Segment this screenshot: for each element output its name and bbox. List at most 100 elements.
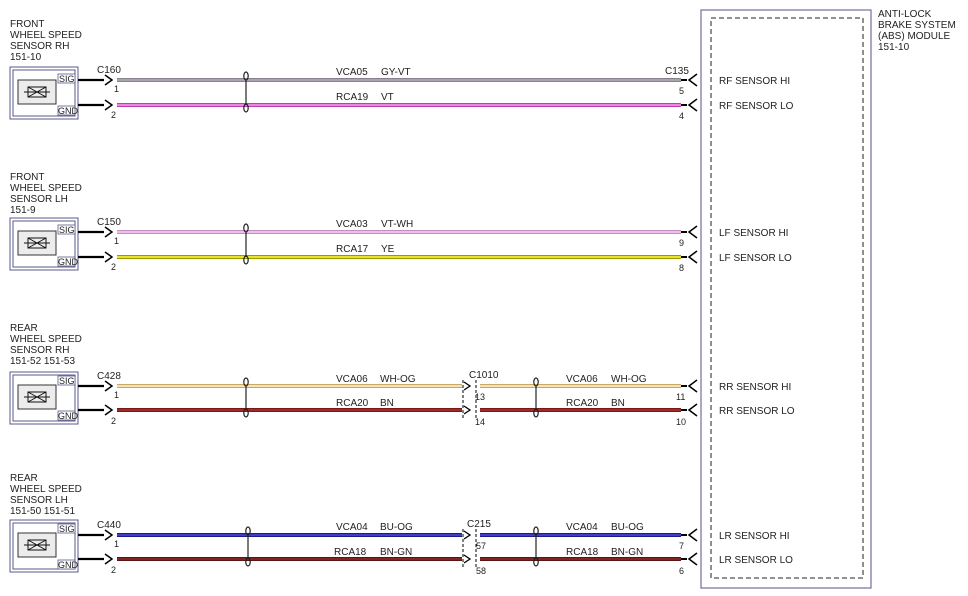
module-label-hi: LF SENSOR HI: [719, 228, 788, 239]
connector-arrow-icon: [104, 380, 114, 392]
sensor-title-line: SENSOR LH: [10, 194, 68, 205]
module-pin-hi: 7: [679, 541, 684, 551]
twisted-pair-marker: [243, 377, 249, 418]
sensor-connector-label: C150: [97, 217, 121, 228]
connector-arrow-icon: [104, 553, 114, 565]
wire-lo-circuit: RCA17: [336, 244, 369, 255]
wire-lo-color: VT: [381, 92, 394, 103]
module-title-line-3: (ABS) MODULE: [878, 31, 951, 42]
sensor-connector-label: C160: [97, 65, 121, 76]
twisted-pair-marker: [533, 377, 539, 418]
abs-module-inner-dashed: [710, 17, 864, 579]
sensor-connector-label: C440: [97, 520, 121, 531]
sensor-title-line: 151-9: [10, 205, 36, 216]
sensor-title-line: REAR: [10, 473, 38, 484]
module-arrow-icon: [687, 225, 698, 239]
sig-label: SIG: [59, 74, 75, 84]
inline-connector: [462, 380, 477, 418]
gnd-label: GND: [58, 257, 79, 267]
sensor-title-line: FRONT: [10, 172, 44, 183]
wire-lo-color-2: BN-GN: [611, 547, 643, 558]
module-pin-hi: 11: [676, 392, 685, 402]
sensor-title-line: 151-50 151-51: [10, 506, 75, 517]
sensor-title-line: SENSOR LH: [10, 495, 68, 506]
sensor-title-line: WHEEL SPEED: [10, 484, 82, 495]
inline-connector-label: C1010: [469, 370, 499, 381]
wire-hi-color: WH-OG: [380, 374, 416, 385]
wheel-speed-sensor-box: SIG GND: [9, 217, 79, 271]
sensor-symbol-icon: [24, 391, 50, 403]
wire-hi-color: VT-WH: [381, 219, 413, 230]
module-label-hi: LR SENSOR HI: [719, 531, 790, 542]
module-pin-lo: 10: [676, 417, 686, 427]
sensor-symbol-icon: [24, 86, 50, 98]
module-arrow-icon: [687, 552, 698, 566]
wire-lo-circuit-2: RCA18: [566, 547, 599, 558]
sig-label: SIG: [59, 524, 75, 534]
wire-lo-color: BN: [380, 398, 394, 409]
module-label-lo: RR SENSOR LO: [719, 406, 795, 417]
wire-hi-color: GY-VT: [381, 67, 411, 78]
module-arrow-icon: [687, 250, 698, 264]
sig-label: SIG: [59, 225, 75, 235]
connector-arrow-icon: [104, 251, 114, 263]
wheel-speed-sensor-box: SIG GND: [9, 519, 79, 573]
module-pin-hi: 9: [679, 238, 684, 248]
sensor-pin-hi: 1: [114, 539, 119, 549]
sensor-pin-lo: 2: [111, 416, 116, 426]
wire-lo-circuit: RCA19: [336, 92, 369, 103]
sensor-title-line: WHEEL SPEED: [10, 30, 82, 41]
sensor-symbol-icon: [24, 539, 50, 551]
inline-pin-hi: 57: [476, 541, 486, 551]
wire-lo-color-2: BN: [611, 398, 625, 409]
inline-arrow-icon: [463, 530, 472, 540]
sensor-pin-lo: 2: [111, 262, 116, 272]
twisted-pair-marker: [243, 71, 249, 113]
connector-arrow-icon: [104, 226, 114, 238]
gnd-label: GND: [58, 411, 79, 421]
connector-arrow-icon: [104, 99, 114, 111]
wire-lo-circuit-2: RCA20: [566, 398, 599, 409]
sensor-title-line: SENSOR RH: [10, 345, 69, 356]
module-arrow-icon: [687, 73, 698, 87]
sensor-title-line: 151-52 151-53: [10, 356, 75, 367]
connector-arrow-icon: [104, 404, 114, 416]
inline-arrow-icon: [463, 405, 472, 415]
wire-hi-circuit: VCA03: [336, 219, 368, 230]
wire-hi-circuit: VCA05: [336, 67, 368, 78]
module-title-line-4: 151-10: [878, 42, 910, 53]
module-label-lo: LR SENSOR LO: [719, 555, 793, 566]
wire-lo-color: YE: [381, 244, 395, 255]
sensor-title-line: FRONT: [10, 19, 44, 30]
module-arrow-icon: [687, 528, 698, 542]
wire-hi-circuit-2: VCA06: [566, 374, 598, 385]
wire-lo-circuit: RCA18: [334, 547, 367, 558]
inline-connector: [462, 529, 477, 567]
abs-module: [700, 9, 872, 589]
sensor-group-rear-rh: REAR WHEEL SPEED SENSOR RH 151-52 151-53…: [9, 323, 795, 427]
module-pin-hi: 5: [679, 86, 684, 96]
sensor-pin-hi: 1: [114, 236, 119, 246]
module-pin-lo: 4: [679, 111, 684, 121]
inline-arrow-icon: [463, 381, 472, 391]
sensor-pin-hi: 1: [114, 390, 119, 400]
wire-hi-circuit: VCA06: [336, 374, 368, 385]
sensor-pin-hi: 1: [114, 84, 119, 94]
module-pin-lo: 6: [679, 566, 684, 576]
twisted-pair-marker: [245, 526, 251, 567]
module-title-line-1: ANTI-LOCK: [878, 9, 932, 20]
module-arrow-icon: [687, 379, 698, 393]
module-arrow-icon: [687, 98, 698, 112]
sensor-connector-label: C428: [97, 371, 121, 382]
sensor-group-rear-lh: REAR WHEEL SPEED SENSOR LH 151-50 151-51…: [9, 473, 793, 576]
sensor-pin-lo: 2: [111, 110, 116, 120]
sensor-group-front-rh: FRONT WHEEL SPEED SENSOR RH 151-10 SIG G…: [9, 19, 794, 121]
wire-hi-color-2: WH-OG: [611, 374, 647, 385]
wheel-speed-sensor-box: SIG GND: [9, 66, 79, 120]
inline-connector-label: C215: [467, 519, 491, 530]
sensor-title-line: WHEEL SPEED: [10, 334, 82, 345]
module-connector-label: C135: [665, 66, 689, 77]
sensor-title-line: REAR: [10, 323, 38, 334]
module-label-hi: RR SENSOR HI: [719, 382, 791, 393]
